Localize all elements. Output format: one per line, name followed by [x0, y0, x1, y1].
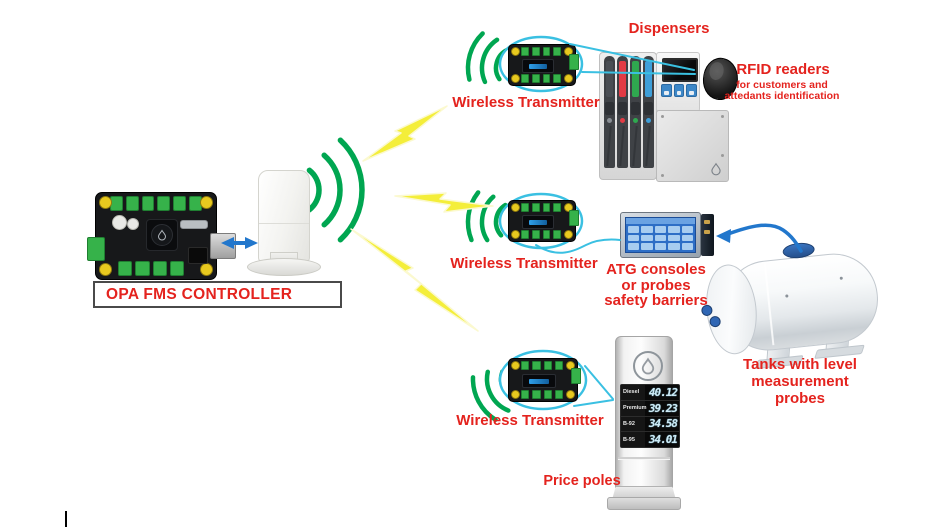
terminal-blocks-top — [110, 196, 202, 211]
wireless-transmitter-bottom-label: Wireless Transmitter — [456, 412, 604, 429]
capacitor — [127, 218, 139, 230]
cursor-artifact — [65, 511, 67, 527]
atg-console-bezel — [620, 212, 701, 258]
rfid-subtitle-line2: attedants identification — [724, 90, 840, 102]
atg-console — [620, 212, 714, 258]
wireless-transmitter-top-pcb — [508, 44, 579, 86]
fuel-name: Premium — [621, 400, 647, 416]
radio-link-lightning-bolts — [350, 105, 494, 332]
dispensers-label: Dispensers — [628, 20, 710, 37]
router-stand-base — [247, 258, 321, 276]
droplet-logo-icon — [711, 162, 721, 176]
tanks-label: Tanks with level measurement probes — [743, 356, 857, 407]
price-row: B-95 34.01 — [621, 432, 679, 447]
fuel-price: 34.01 — [648, 433, 678, 447]
rfid-readers-label: RFID readers — [736, 61, 830, 78]
transmitter-middle-wifi-arcs-icon — [465, 190, 508, 243]
dispenser-keypad — [661, 84, 698, 97]
fuel-name: Diesel — [621, 385, 645, 400]
nozzle-green — [630, 56, 641, 168]
lightning-bolt-top — [362, 105, 448, 162]
router-wifi-arcs-icon — [306, 137, 365, 243]
rfid-subtitle-line1: for customers and — [736, 79, 828, 91]
lightning-bolt-bottom — [350, 228, 479, 332]
price-row: Diesel 40.12 — [621, 385, 679, 401]
wireless-router — [258, 170, 310, 262]
lightning-bolt-middle — [394, 192, 494, 213]
fuel-price: 34.58 — [648, 417, 678, 431]
nozzle-diesel — [604, 56, 615, 168]
wireless-transmitter-middle-pcb — [508, 200, 579, 242]
droplet-logo-icon — [633, 351, 663, 381]
price-row: Premium 39.23 — [621, 400, 679, 417]
main-chip — [146, 219, 178, 251]
wireless-transmitter-bottom-pcb — [508, 358, 581, 402]
price-row: B-92 34.58 — [621, 416, 679, 433]
wireless-transmitter-top-label: Wireless Transmitter — [452, 94, 600, 111]
dispenser-body-panel — [656, 110, 729, 182]
ethernet-port — [210, 233, 236, 259]
controller-label-box: OPA FMS CONTROLLER — [93, 281, 342, 308]
fuel-name: B-92 — [621, 416, 645, 432]
mount-hole — [200, 263, 213, 276]
price-pole: Diesel 40.12 Premium 39.23 B-92 34.58 B-… — [607, 336, 681, 510]
atg-console-side — [701, 214, 714, 256]
mount-hole — [99, 196, 112, 209]
pcb-component — [180, 220, 208, 229]
nozzle-blue — [643, 56, 654, 168]
atg-consoles-label: ATG consoles or probes safety barriers — [604, 261, 708, 309]
controller-pcb — [87, 192, 236, 280]
price-poles-label: Price poles — [543, 473, 621, 489]
dispenser-nozzle-unit — [599, 52, 657, 180]
storage-tank — [700, 238, 883, 370]
price-pole-tower: Diesel 40.12 Premium 39.23 B-92 34.58 B-… — [615, 336, 680, 488]
pcb-connector — [188, 247, 208, 264]
dispenser-screen — [662, 58, 698, 82]
power-terminal — [87, 237, 105, 261]
fuel-name: B-95 — [621, 432, 645, 447]
atg-console-screen — [625, 217, 696, 253]
fuel-price: 39.23 — [648, 401, 678, 415]
transmitter-top-wifi-arcs-icon — [465, 31, 511, 85]
price-pole-base — [607, 497, 681, 510]
mount-hole — [99, 263, 112, 276]
wireless-transmitter-middle-label: Wireless Transmitter — [450, 255, 598, 272]
terminal-blocks-bottom — [118, 261, 184, 276]
nozzle-premium — [617, 56, 628, 168]
callout-tail-bottom — [584, 365, 614, 400]
fuel-price: 40.12 — [648, 385, 678, 399]
callout-tail-bottom — [573, 399, 614, 407]
dispenser-display-panel — [656, 52, 700, 112]
controller-label: OPA FMS CONTROLLER — [106, 286, 293, 303]
price-display: Diesel 40.12 Premium 39.23 B-92 34.58 B-… — [620, 384, 680, 448]
capacitor — [112, 215, 127, 230]
droplet-logo-icon — [151, 224, 173, 246]
mount-hole — [200, 196, 213, 209]
